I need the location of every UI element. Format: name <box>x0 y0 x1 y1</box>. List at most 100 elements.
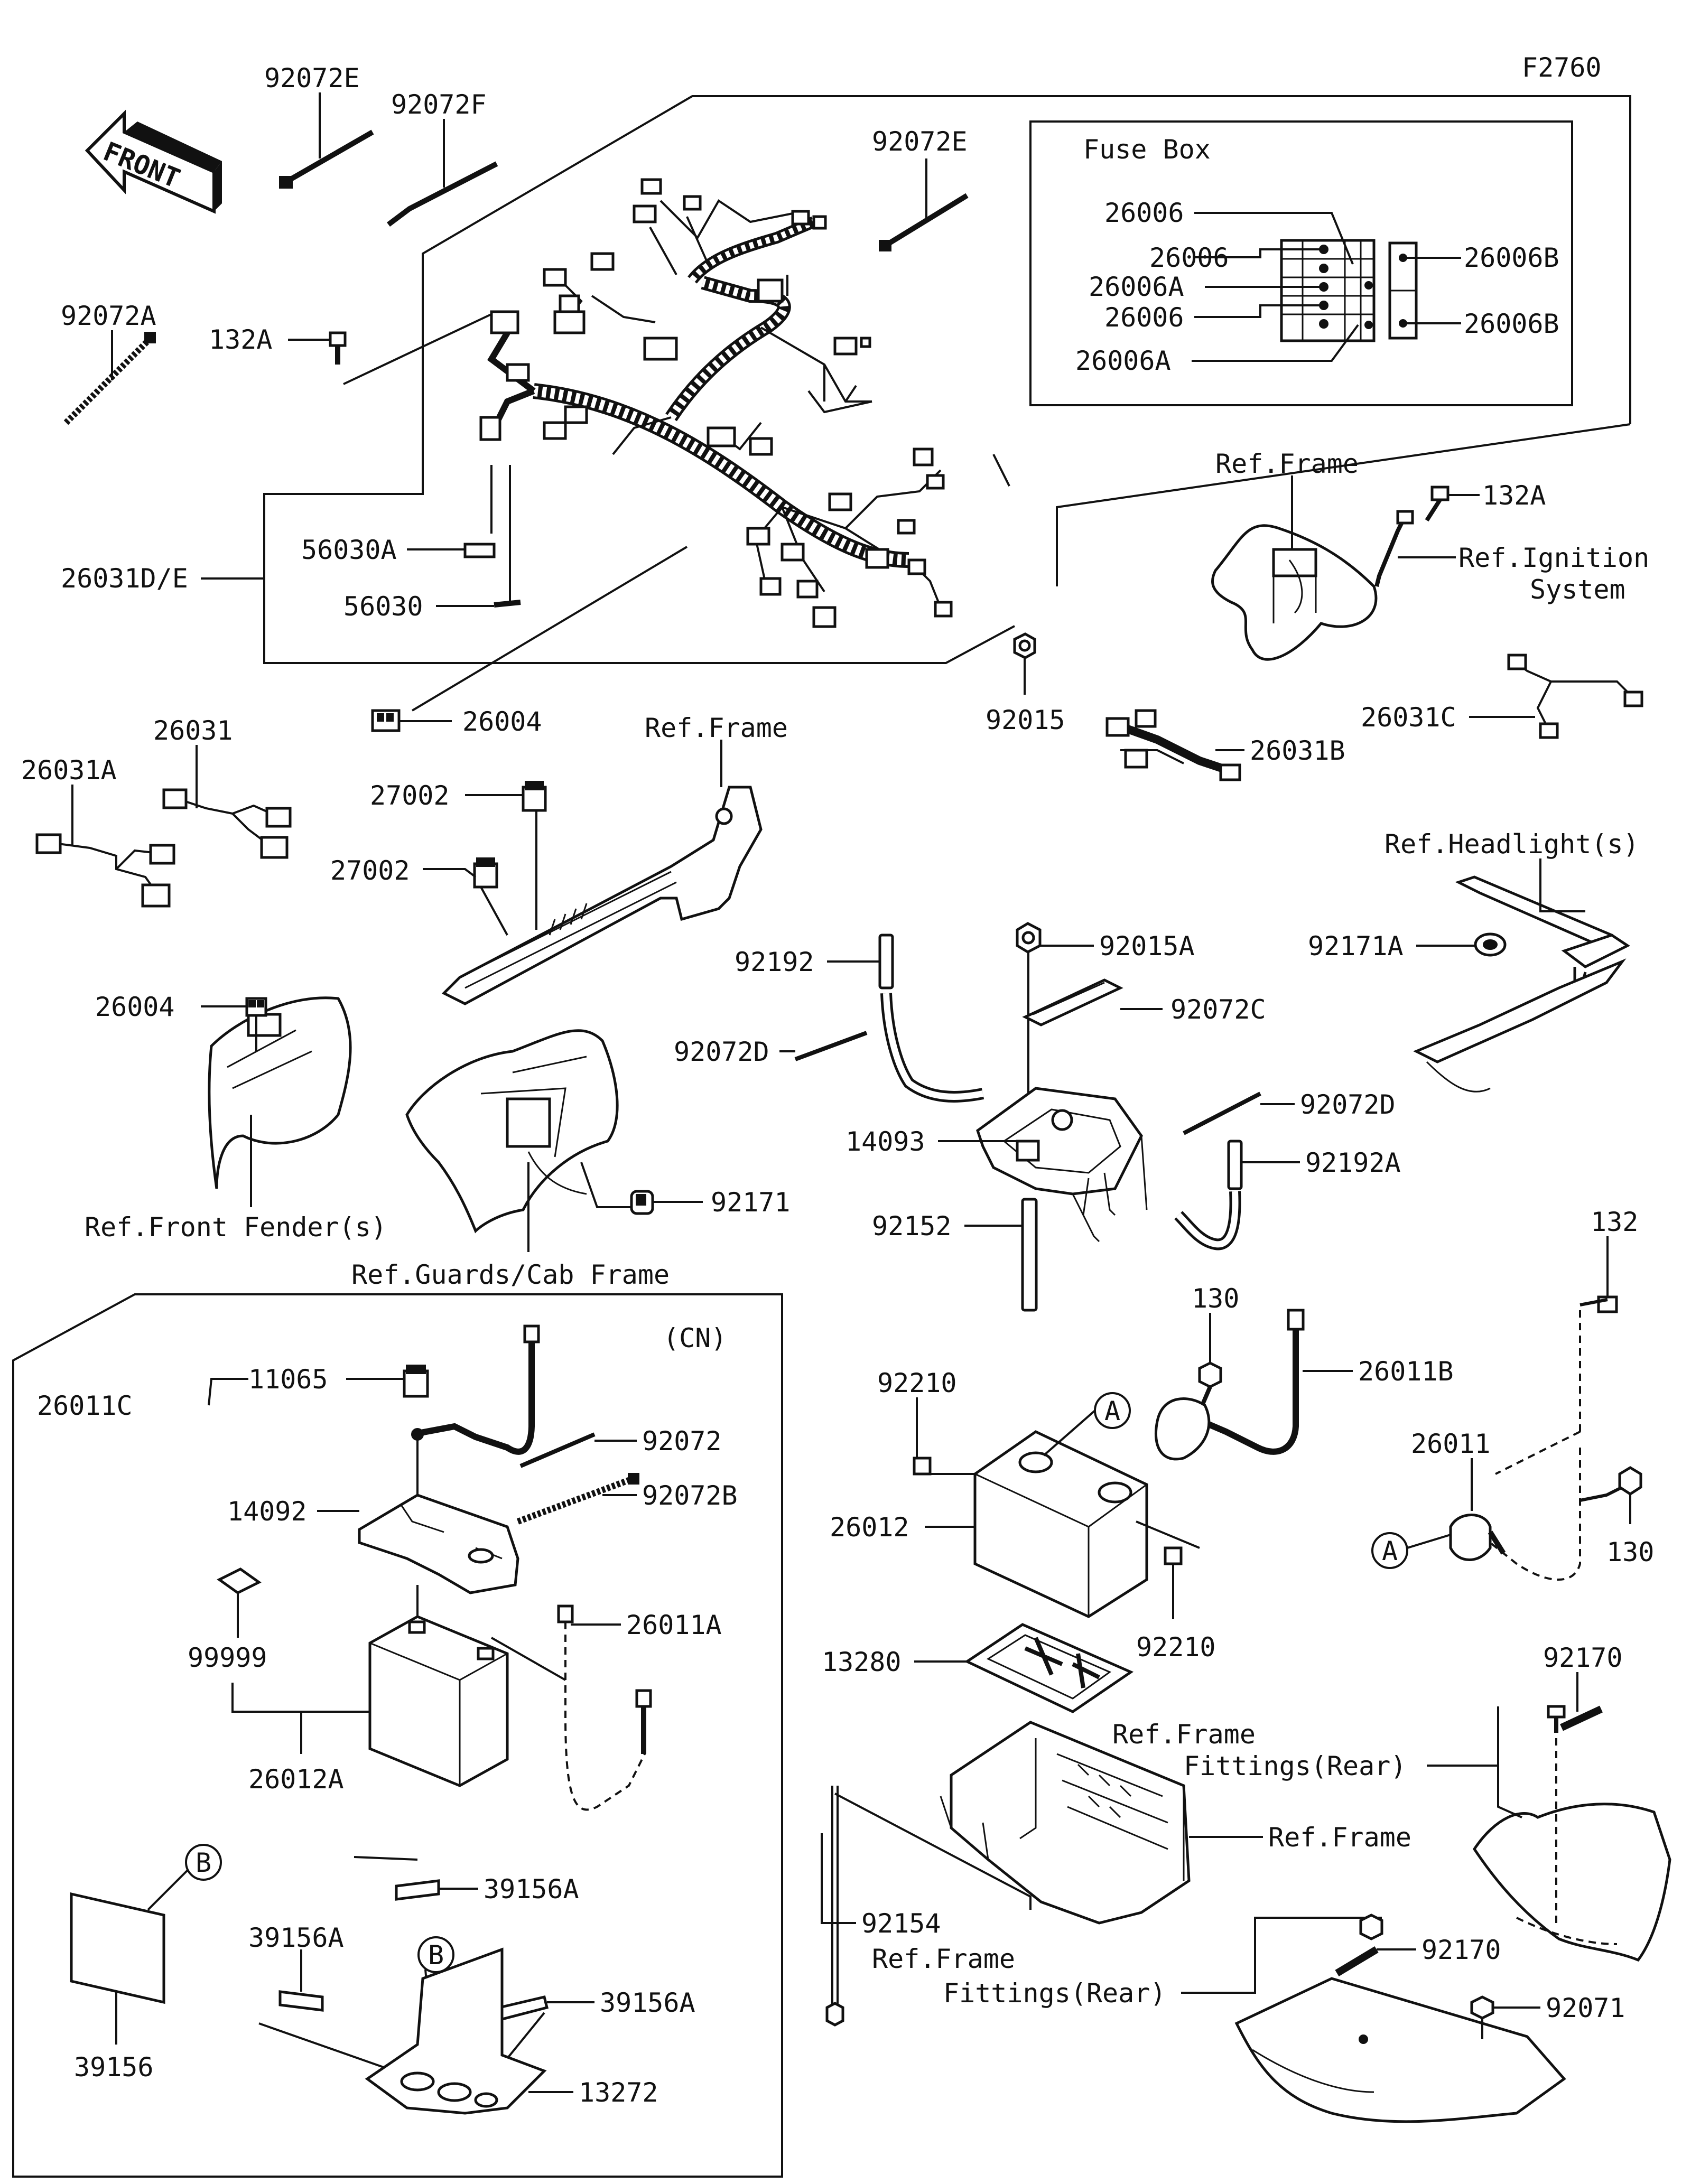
pad-39156A-b <box>278 1990 324 2012</box>
label-56030A: 56030A <box>301 535 397 565</box>
nut-92015A <box>1016 922 1042 954</box>
label-26006B-1: 26006B <box>1464 242 1559 273</box>
label-ref-frame-4: Ref.Frame <box>1268 1822 1411 1853</box>
relay-27002-a <box>522 781 547 812</box>
relay-27002-b <box>473 857 498 889</box>
label-26004-a: 26004 <box>462 706 542 737</box>
label-92210-a: 92210 <box>877 1368 957 1398</box>
fuse-box-title: Fuse Box <box>1083 134 1211 165</box>
label-27002-a: 27002 <box>370 780 450 811</box>
label-92072A: 92072A <box>61 301 156 331</box>
battery-tray-14093 <box>976 1087 1148 1243</box>
label-13272: 13272 <box>579 2077 658 2108</box>
connector-26004-b <box>245 997 267 1017</box>
label-39156: 39156 <box>74 2052 154 2083</box>
callout-a-upper-text: A <box>1104 1396 1120 1426</box>
label-92072F: 92072F <box>391 89 487 120</box>
leader-26012A-a <box>231 1683 370 1713</box>
cable-tie-92072D-a <box>794 1031 868 1061</box>
rear-fitting-lower <box>1234 1914 1566 2123</box>
bolt-130-a <box>1198 1361 1222 1406</box>
frame-rail-mid <box>441 786 763 1005</box>
strip-56030 <box>494 600 521 608</box>
label-14093: 14093 <box>846 1126 925 1157</box>
cable-tie-92072 <box>519 1432 596 1468</box>
label-56030: 56030 <box>343 591 423 622</box>
label-ref-front-fender: Ref.Front Fender(s) <box>85 1212 387 1243</box>
leader-92210-b2 <box>1136 1520 1200 1549</box>
battery-cable-26011 <box>1449 1310 1642 1581</box>
nut-92015 <box>1013 632 1036 659</box>
label-92072D-b: 92072D <box>1300 1089 1396 1120</box>
leader-ref-fittings-2 <box>1181 1917 1382 1994</box>
cable-tie-92072E-b <box>879 193 969 251</box>
front-fender <box>208 996 352 1189</box>
label-26012: 26012 <box>830 1512 909 1543</box>
label-ref-frame-5: Ref.Frame <box>872 1944 1015 1974</box>
label-ref-frame-3a: Ref.Frame <box>1112 1719 1256 1750</box>
label-92154: 92154 <box>861 1908 941 1939</box>
cn-label: (CN) <box>663 1323 727 1354</box>
leader-92171-a <box>580 1162 631 1208</box>
callout-a-lower-text: A <box>1382 1536 1398 1566</box>
label-39156A-a: 39156A <box>484 1874 579 1905</box>
label-92072D-a: 92072D <box>674 1037 769 1067</box>
frame-bracket-top-right <box>1211 524 1378 661</box>
label-26006A-1: 26006A <box>1089 272 1184 302</box>
label-132A-a: 132A <box>209 324 272 355</box>
cable-tie-92072F <box>387 161 498 227</box>
leader-27002-b-down <box>480 886 508 936</box>
cable-tie-92072B <box>516 1473 639 1525</box>
label-92072E-a: 92072E <box>264 63 360 94</box>
label-92170-a: 92170 <box>1543 1642 1623 1673</box>
callout-a-lower: A <box>1371 1532 1408 1569</box>
label-26004-b: 26004 <box>95 992 175 1022</box>
relay-11065 <box>403 1365 429 1398</box>
label-26011B: 26011B <box>1358 1356 1454 1387</box>
cn-inset-frame <box>12 1293 783 2178</box>
sub-harness-26031C <box>1507 654 1643 739</box>
label-ref-frame-2: Ref.Frame <box>645 713 788 743</box>
label-92192: 92192 <box>735 947 814 977</box>
label-ref-frame-1: Ref.Frame <box>1215 449 1359 479</box>
cable-tie-92072D-b <box>1183 1091 1261 1135</box>
callout-b-left: B <box>185 1844 222 1881</box>
label-26031C: 26031C <box>1361 702 1456 733</box>
label-99999: 99999 <box>188 1642 267 1673</box>
clip-92171 <box>630 1190 654 1215</box>
leader-92154 <box>821 1833 856 1924</box>
hose-92192 <box>878 934 984 1103</box>
cable-tie-92072E-a <box>279 129 374 189</box>
sub-harness-26031B <box>1105 709 1241 781</box>
label-92072C: 92072C <box>1170 994 1266 1025</box>
label-ref-ignition-2: System <box>1530 574 1625 605</box>
bolt-92154 <box>825 1786 844 2027</box>
label-ref-headlights: Ref.Headlight(s) <box>1385 829 1639 860</box>
cable-tie-92072A <box>63 332 156 425</box>
label-39156A-b: 39156A <box>248 1922 344 1953</box>
label-132: 132 <box>1591 1207 1638 1237</box>
leader-26006-1 <box>1194 212 1354 265</box>
pad-39156A-a <box>395 1879 440 1901</box>
sticker-99999 <box>217 1567 262 1594</box>
label-92015: 92015 <box>986 705 1065 735</box>
connector-26004-a <box>371 709 401 732</box>
label-92072: 92072 <box>642 1426 722 1457</box>
label-26006-2: 26006 <box>1149 242 1229 273</box>
label-26006-1: 26006 <box>1104 198 1184 228</box>
label-27002-b: 27002 <box>330 855 410 886</box>
label-26031A: 26031A <box>21 755 117 786</box>
leader-ref-fittings-1-down <box>1497 1706 1522 1818</box>
callout-b-right: B <box>417 1936 454 1973</box>
leader-frame-a <box>343 311 497 385</box>
headlight-bracket <box>1413 875 1630 1093</box>
label-plate-39156 <box>70 1892 165 2004</box>
leader-39156A-a-down <box>354 1856 418 1861</box>
bolt-132 <box>1579 1295 1618 1313</box>
leader-26006-2 <box>1194 248 1324 258</box>
label-92071: 92071 <box>1546 1993 1625 2023</box>
label-26011: 26011 <box>1411 1429 1491 1459</box>
label-26006B-2: 26006B <box>1464 309 1559 339</box>
label-ref-fittings-2: Fittings(Rear) <box>943 1978 1166 2009</box>
